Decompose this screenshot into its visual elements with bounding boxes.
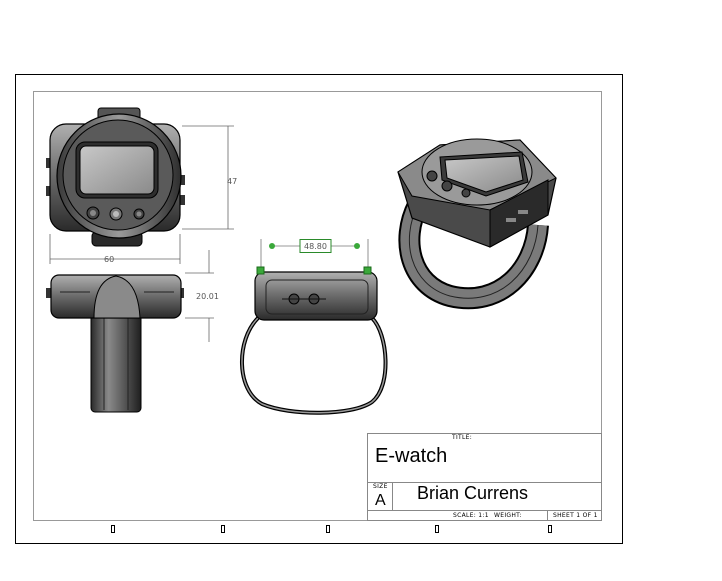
zone-markers xyxy=(111,525,552,533)
title-block-scale-label: SCALE: 1:1 xyxy=(453,512,489,519)
isometric-view[interactable] xyxy=(397,138,557,310)
bottom-view[interactable] xyxy=(240,271,388,415)
front-view[interactable] xyxy=(46,107,185,247)
side-view[interactable] xyxy=(46,274,184,413)
width-dimension-label[interactable]: 60 xyxy=(104,255,114,264)
height-dimension-label[interactable]: 47 xyxy=(227,177,237,186)
drawing-size: A xyxy=(375,492,386,509)
sheet-inner-border xyxy=(33,91,602,521)
band-span-dimension-label[interactable]: 48.80 xyxy=(304,242,327,251)
title-block-sheet-label: SHEET 1 OF 1 xyxy=(553,512,598,519)
drawing-author: Brian Currens xyxy=(417,483,529,503)
title-block-size-label: SIZE xyxy=(373,483,388,490)
title-block-weight-label: WEIGHT: xyxy=(494,512,522,519)
thickness-dimension-label[interactable]: 20.01 xyxy=(196,292,219,301)
band-span-dimension[interactable] xyxy=(256,239,372,275)
title-block-title-label: TITLE: xyxy=(452,434,473,441)
sheet-outer-border xyxy=(15,74,623,544)
front-dimensions[interactable] xyxy=(49,125,234,342)
title-block xyxy=(367,433,602,521)
drawing-title: E-watch xyxy=(375,445,448,467)
